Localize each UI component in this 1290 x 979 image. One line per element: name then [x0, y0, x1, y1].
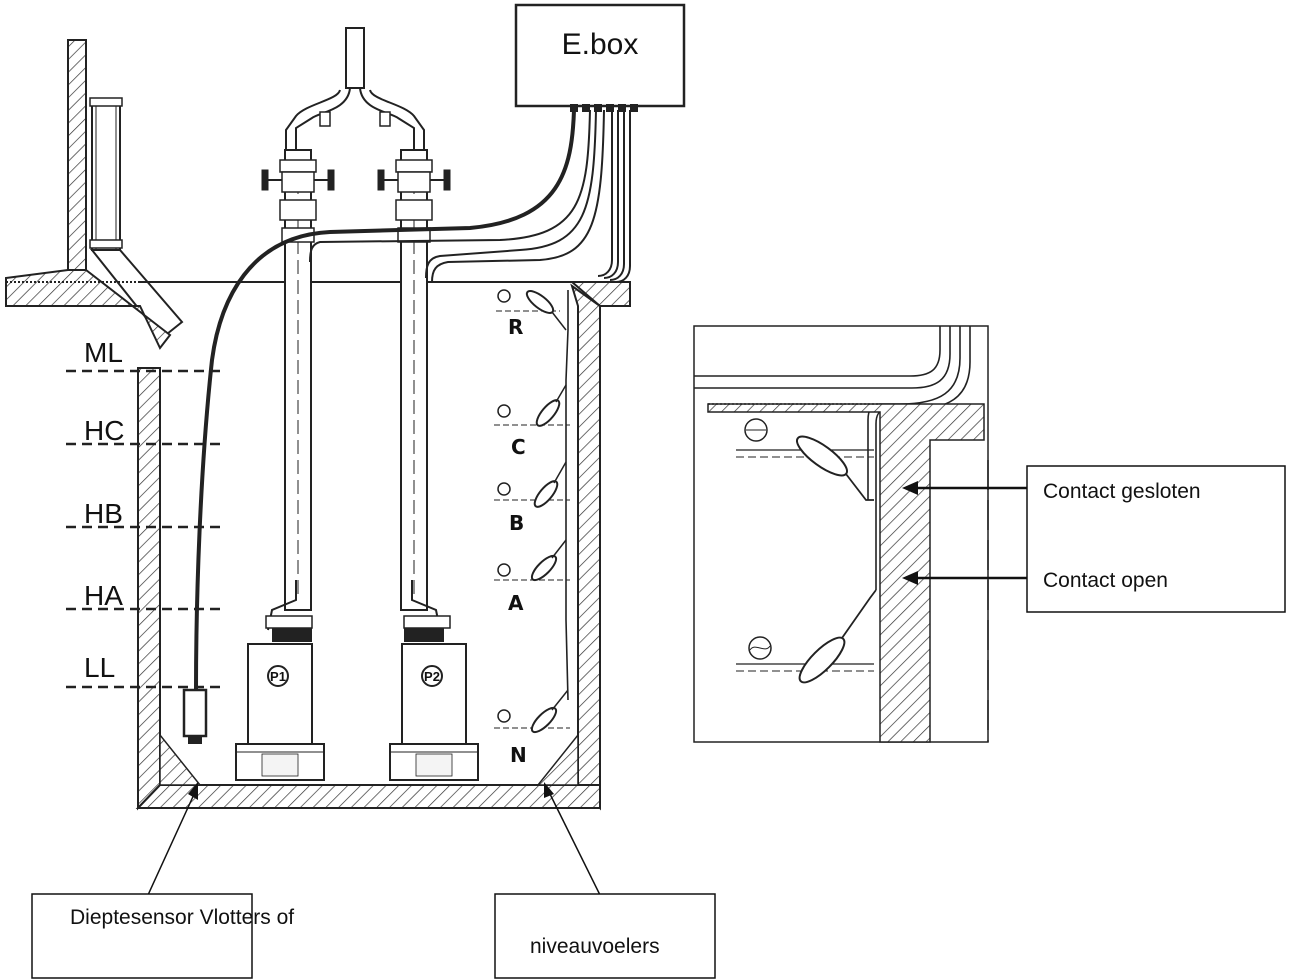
float-r	[496, 289, 567, 331]
contact-callout-box	[1026, 465, 1286, 613]
level-sensors-label: niveauvoelers	[530, 935, 660, 958]
pump-p2-label: P2	[424, 669, 440, 684]
detail-inset	[693, 325, 1028, 743]
float-switches	[494, 289, 570, 734]
level-label-ha: HA	[84, 580, 123, 611]
level-label-ll: LL	[84, 652, 115, 683]
cables	[194, 109, 631, 701]
ebox-label: E.box	[562, 28, 639, 61]
float-label-a: A	[508, 591, 524, 615]
bottom-callout-arrows	[147, 782, 601, 896]
level-label-ml: ML	[84, 337, 123, 368]
float-label-b: B	[509, 511, 524, 535]
ebox-glands	[570, 104, 638, 112]
float-c	[494, 384, 570, 427]
float-label-r: R	[508, 315, 523, 339]
inlet-structure	[5, 39, 184, 350]
contact-closed-label: Contact gesloten	[1043, 480, 1201, 503]
level-sensors-callout-box	[494, 893, 716, 979]
level-lines	[66, 369, 220, 689]
depth-sensor-label: Dieptesensor Vlotters of	[70, 906, 294, 929]
ebox	[514, 3, 686, 108]
float-label-c: C	[511, 435, 526, 459]
pump-p2	[389, 615, 479, 781]
depth-sensor	[182, 688, 208, 744]
float-n	[494, 689, 570, 734]
float-a	[494, 539, 570, 582]
contact-open-label: Contact open	[1043, 569, 1168, 592]
pump-p1	[235, 615, 325, 781]
pit-walls	[6, 281, 631, 811]
level-label-hb: HB	[84, 498, 123, 529]
depth-sensor-callout-box	[31, 893, 253, 979]
float-label-n: N	[510, 743, 527, 767]
pump-p1-label: P1	[270, 669, 286, 684]
discharge-piping	[261, 27, 451, 631]
level-label-hc: HC	[84, 415, 124, 446]
float-b	[494, 461, 570, 508]
